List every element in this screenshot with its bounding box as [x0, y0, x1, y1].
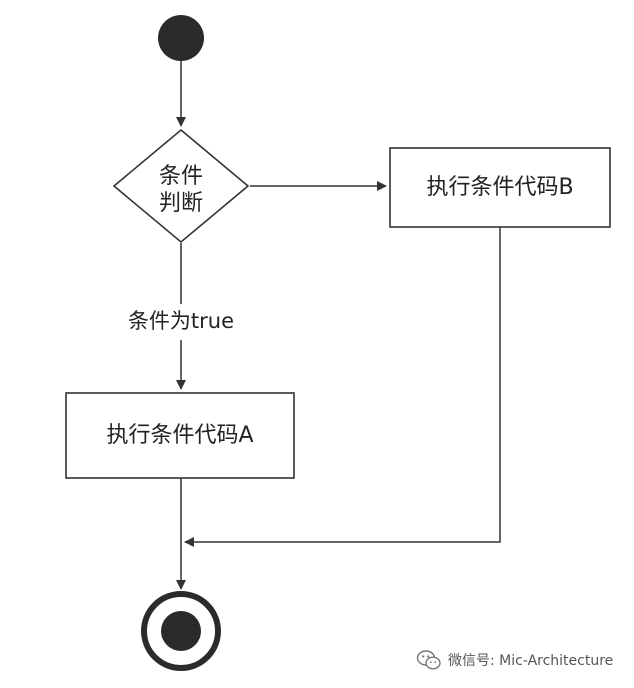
- edge-true-label: 条件为true: [128, 309, 234, 333]
- decision-label-line1: 条件: [159, 164, 203, 189]
- decision-label-line2: 判断: [159, 191, 203, 216]
- decision-node: [112, 128, 250, 244]
- action-b-label: 执行条件代码B: [426, 175, 573, 200]
- start-node: [158, 15, 204, 61]
- action-a-label: 执行条件代码A: [106, 423, 253, 448]
- end-node-core: [161, 611, 201, 651]
- action-b-node: [389, 147, 611, 228]
- action-a-node: [65, 392, 295, 479]
- watermark-text: 微信号: Mic-Architecture: [448, 653, 614, 669]
- watermark: 微信号: Mic-Architecture: [416, 648, 613, 672]
- wechat-icon: [416, 649, 442, 671]
- edge-action-b-to-merge: [184, 227, 501, 547]
